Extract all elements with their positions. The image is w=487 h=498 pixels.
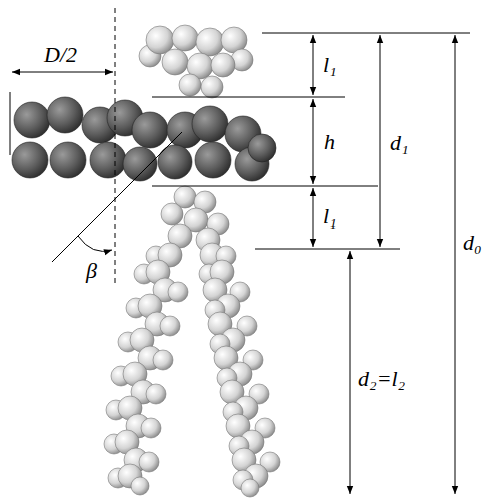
reference-lines [10,8,470,285]
dimension-label: h [322,131,337,153]
dimension-label: d₂=l₂ [356,368,407,390]
dimension-label: l₁ [321,54,339,76]
dimension-label: β [84,260,99,282]
dark-molecule [12,97,276,181]
dimension-label: D/2 [42,44,79,66]
dimension-arrows [12,35,455,494]
dimension-label: l₁ [321,205,339,227]
dimension-label: d₁ [388,132,411,154]
top-molecule [139,25,253,98]
lower-molecule [104,186,280,497]
angle-arc [78,236,112,251]
dimension-label: d₀ [461,232,484,254]
